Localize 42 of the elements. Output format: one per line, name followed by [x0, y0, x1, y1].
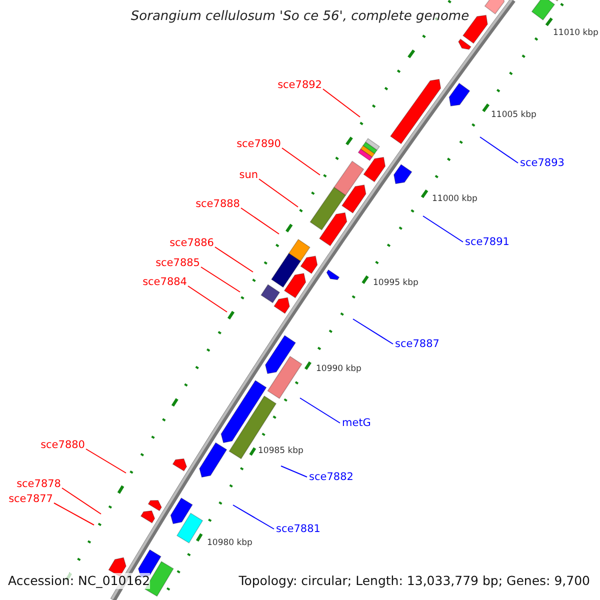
gene-label: sce7884: [142, 276, 187, 289]
leader-line: [352, 318, 394, 344]
leader-line: [258, 178, 298, 208]
gene-label: sce7891: [465, 236, 510, 249]
gene-label: sun: [239, 169, 258, 182]
leader-line: [200, 266, 240, 292]
scale-label: 11000 kbp: [432, 194, 478, 205]
scale-label: 10990 kbp: [316, 364, 362, 375]
leader-line: [280, 466, 308, 478]
leader-line: [86, 448, 126, 474]
scale-label: 11005 kbp: [491, 110, 536, 121]
gene-label: sce7892: [278, 79, 322, 92]
leader-line: [300, 398, 340, 424]
leader-line: [188, 286, 228, 312]
gene-label: sce7887: [395, 338, 440, 351]
gene-label: sce7880: [40, 439, 85, 452]
scale-label: 10985 kbp: [258, 446, 304, 457]
scale-label: 10980 kbp: [207, 538, 252, 549]
gene-label: sce7878: [16, 478, 61, 491]
leader-line: [232, 504, 274, 530]
gene-label: sce7881: [276, 523, 320, 536]
leader-line: [240, 208, 280, 234]
title: Sorangium cellulosum 'So ce 56', complete genome: [130, 9, 470, 24]
gene-label: metG: [342, 417, 371, 430]
leader-line: [54, 502, 94, 526]
gene-label: sce7890: [236, 138, 281, 151]
leader-line: [62, 488, 102, 514]
gene-label: sce7882: [309, 471, 354, 484]
leader-line: [422, 216, 464, 242]
scale-label: 11010 kbp: [553, 28, 598, 39]
leader-line: [214, 246, 254, 272]
leader-line: [322, 88, 360, 118]
gene-label: sce7886: [170, 237, 214, 250]
info-text: Accession: NC_010162: [8, 573, 150, 589]
leader-line: [282, 148, 320, 176]
gene-label: sce7893: [520, 157, 564, 170]
gene-label: sce7877: [8, 493, 53, 506]
gene-label: sce7888: [196, 198, 240, 211]
leader-line: [480, 136, 518, 164]
gene-label: sce7885: [156, 257, 200, 270]
info-text: Topology: circular; Length: 13,033,779 bp; Genes: 9,700: [238, 573, 590, 589]
scale-label: 10995 kbp: [373, 278, 418, 289]
